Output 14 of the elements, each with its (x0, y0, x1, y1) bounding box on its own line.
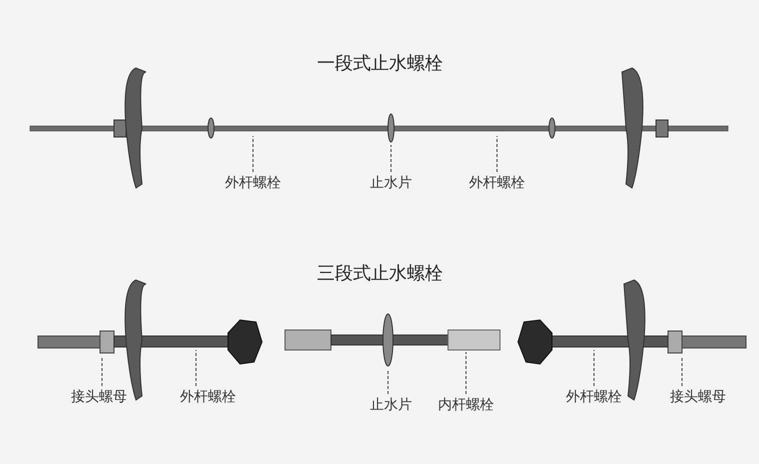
part-label: 接头螺母 (71, 388, 127, 406)
part-label: 外杆螺栓 (566, 388, 622, 406)
section-heading: 一段式止水螺栓 (317, 52, 443, 76)
leader-line (496, 136, 498, 172)
part-label: 止水片 (370, 174, 412, 192)
part-label: 外杆螺栓 (225, 174, 281, 192)
part-label: 止水片 (370, 396, 412, 414)
part-label: 内杆螺栓 (438, 396, 494, 414)
part-label: 接头螺母 (670, 388, 726, 406)
part-label: 外杆螺栓 (469, 174, 525, 192)
leader-line (390, 144, 392, 172)
part-label: 外杆螺栓 (180, 388, 236, 406)
section-heading: 三段式止水螺栓 (317, 262, 443, 286)
leader-line (252, 136, 254, 172)
